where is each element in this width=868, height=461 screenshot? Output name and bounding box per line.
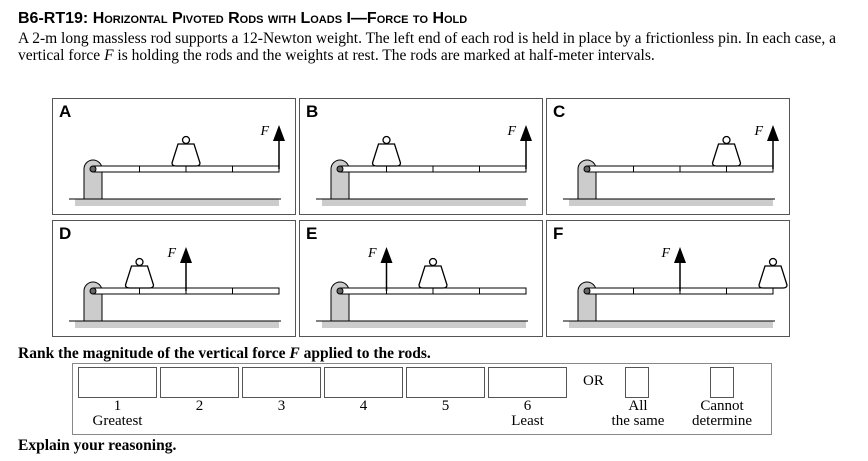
diagram-panel-b: B F [299, 98, 543, 215]
rank-box-5[interactable] [406, 367, 485, 398]
rank-label-3: 3 [242, 399, 321, 414]
question-force-symbol: F [289, 345, 300, 362]
diagram-panel-a: A F [52, 98, 296, 215]
rank-number: 3 [277, 398, 286, 414]
ground [75, 321, 279, 328]
rod-diagram: F [69, 246, 281, 328]
force-label: F [660, 246, 670, 261]
problem-intro: A 2-m long massless rod supports a 12-Ne… [18, 30, 858, 64]
cannot-line-2: determine [692, 413, 752, 429]
weight-icon [758, 257, 788, 289]
pivot-pin [336, 165, 344, 173]
ranking-question: Rank the magnitude of the vertical force… [18, 345, 431, 363]
ground [569, 199, 773, 206]
cannot-line-1: Cannot [700, 398, 744, 414]
question-text-1: Rank the magnitude of the vertical force [18, 345, 290, 362]
rod-diagram: F [69, 124, 285, 206]
force-label: F [367, 246, 377, 261]
ground [569, 321, 773, 328]
ground [322, 199, 526, 206]
force-arrow [180, 247, 192, 291]
rank-label-4: 4 [324, 399, 403, 414]
problem-title: B6-RT19: Horizontal Pivoted Rods with Lo… [18, 10, 467, 28]
problem-heading: Horizontal Pivoted Rods with Loads I—For… [92, 10, 468, 27]
rank-label-2: 2 [160, 399, 239, 414]
force-arrow [520, 125, 532, 169]
rank-box-6[interactable] [488, 367, 567, 398]
all-same-box[interactable] [625, 367, 649, 398]
rank-number: 5 [441, 398, 450, 414]
force-label: F [166, 246, 176, 261]
force-arrow [380, 247, 393, 291]
rod-diagram: F [316, 124, 532, 206]
rod-diagram: F [563, 246, 788, 328]
rank-number: 4 [359, 398, 368, 414]
intro-force-symbol: F [104, 47, 114, 64]
ground [322, 321, 526, 328]
rank-sub: Least [511, 413, 544, 429]
force-label: F [753, 124, 763, 139]
rank-box-2[interactable] [160, 367, 239, 398]
panel-label: E [306, 224, 318, 243]
panel-label: F [553, 224, 564, 243]
weight-icon [418, 257, 448, 289]
panel-label: B [306, 102, 319, 121]
rank-box-1[interactable] [78, 367, 157, 398]
question-text-2: applied to the rods. [299, 345, 431, 362]
weight-icon [171, 135, 201, 167]
force-arrow [273, 125, 285, 169]
weight-icon [371, 135, 402, 167]
force-label: F [506, 124, 516, 139]
explain-prompt: Explain your reasoning. [18, 437, 177, 454]
all-same-line-1: All [628, 398, 648, 414]
panel-label: D [59, 224, 72, 243]
diagram-panel-f: F F [546, 220, 790, 337]
diagram-panel-e: E F [299, 220, 543, 337]
rod-diagram: F [563, 124, 779, 206]
pivot-pin [89, 287, 97, 295]
diagram-panel-c: C F [546, 98, 790, 215]
pivot-pin [89, 165, 97, 173]
panel-label: A [59, 102, 72, 121]
intro-text-1: A 2-m long massless rod supports a 12-Ne… [18, 30, 836, 64]
diagram-panel-d: D F [52, 220, 296, 337]
intro-text-2: is holding the rods and the weights at r… [113, 47, 655, 64]
or-label: OR [583, 373, 604, 389]
rank-number: 1 [113, 398, 122, 414]
ground [75, 199, 279, 206]
weight-icon [711, 135, 742, 167]
pivot-pin [583, 287, 591, 295]
rank-label-5: 5 [406, 399, 485, 414]
problem-code: B6-RT19: [18, 10, 89, 27]
force-arrow [674, 247, 686, 291]
pivot-pin [336, 287, 344, 295]
all-same-line-2: the same [611, 413, 665, 429]
rank-sub: Greatest [92, 413, 143, 429]
force-label: F [259, 124, 269, 139]
pivot-pin [583, 165, 591, 173]
rank-number: 6 [523, 398, 532, 414]
force-arrow [767, 125, 779, 169]
rank-box-4[interactable] [324, 367, 403, 398]
panel-label: C [553, 102, 566, 121]
cannot-determine-box[interactable] [710, 367, 734, 398]
rank-number: 2 [195, 398, 204, 414]
rod-diagram: F [316, 246, 528, 328]
rank-box-3[interactable] [242, 367, 321, 398]
diagram-grid: A F B F C [52, 98, 792, 340]
weight-icon [124, 257, 155, 289]
